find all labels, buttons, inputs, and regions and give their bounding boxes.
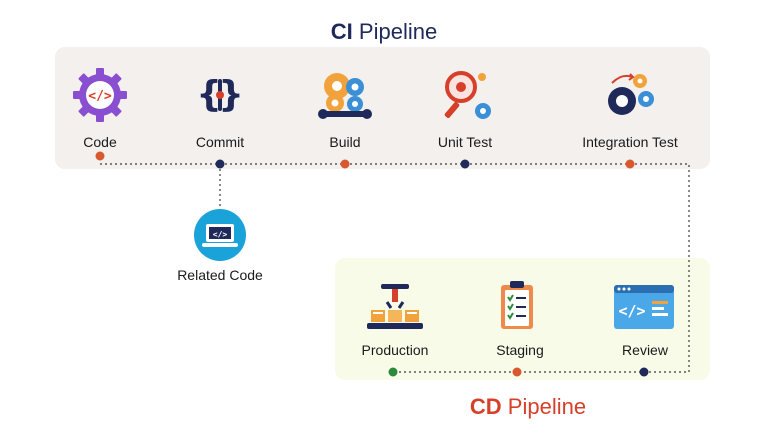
unit-test-stage-dot: [460, 159, 470, 169]
factory-robot-arm-icon: [367, 284, 423, 329]
code-stage-dot: [95, 151, 105, 161]
stage-label-unit-test: Unit Test: [438, 134, 492, 150]
svg-text:</>: </>: [618, 302, 645, 320]
browser-code-icon: </>: [614, 285, 674, 329]
code-gear-icon: </>: [73, 68, 127, 122]
commit-braces-icon: { }: [196, 74, 244, 115]
production-stage-dot: [388, 367, 398, 377]
ci-panel: [55, 47, 710, 169]
stage-label-review: Review: [622, 342, 669, 358]
integration-gears-icon: [608, 73, 654, 115]
staging-stage-dot: [512, 367, 522, 377]
ci-title-rest: Pipeline: [353, 19, 437, 44]
stage-label-staging: Staging: [496, 342, 543, 358]
ci-connector-line: [100, 163, 690, 373]
review-stage-dot: [639, 367, 649, 377]
laptop-code-icon: </>: [194, 209, 246, 261]
commit-stage-dot: [215, 159, 225, 169]
build-stage-dot: [340, 159, 350, 169]
stage-label-build: Build: [329, 134, 360, 150]
svg-text:</>: </>: [88, 89, 112, 104]
clipboard-checklist-icon: [501, 281, 533, 329]
cd-title-rest: Pipeline: [502, 394, 586, 419]
stage-label-code: Code: [83, 134, 117, 150]
stage-label-production: Production: [362, 342, 429, 358]
magnifier-gear-icon: [444, 71, 491, 119]
stage-label-commit: Commit: [196, 134, 244, 150]
branch-label-related-code: Related Code: [177, 267, 263, 283]
svg-text:</>: </>: [213, 230, 228, 239]
pipeline-connectors: [100, 163, 690, 373]
cd-title-bold: CD: [470, 394, 502, 419]
build-gears-wrench-icon: [318, 73, 372, 119]
ci-title-bold: CI: [331, 19, 353, 44]
stage-label-integration-test: Integration Test: [582, 134, 678, 150]
cd-pipeline-title: CD Pipeline: [470, 394, 586, 419]
ci-pipeline-title: CI Pipeline: [331, 19, 437, 44]
integration-test-stage-dot: [625, 159, 635, 169]
